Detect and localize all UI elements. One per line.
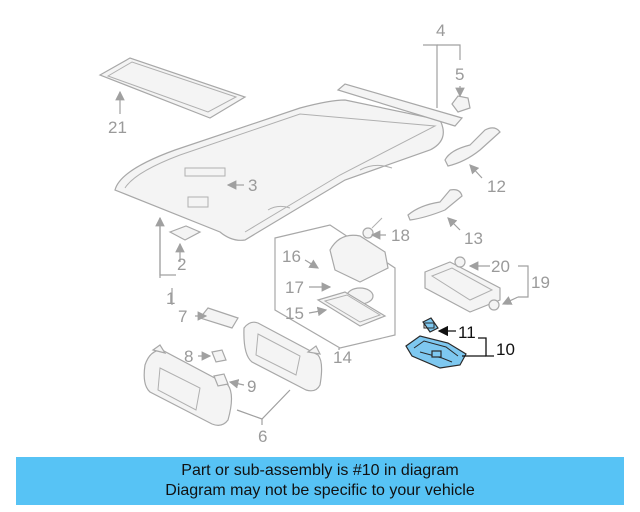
callout-18: 18	[391, 226, 410, 245]
sunroof-panel-part	[98, 57, 247, 119]
leader-15	[308, 306, 328, 317]
callout-17: 17	[285, 278, 304, 297]
grab-handle-upper-part	[444, 127, 501, 167]
parts-diagram: 21 1 3 2 4 5 12 13	[98, 21, 550, 446]
callout-21: 21	[108, 118, 127, 137]
sun-visor-right-part	[243, 321, 323, 392]
callout-12: 12	[487, 177, 506, 196]
leader-19	[518, 265, 529, 298]
callout-15: 15	[285, 304, 304, 323]
callout-5: 5	[455, 65, 464, 84]
sun-visor-left-part	[143, 344, 233, 426]
leader-9	[228, 379, 245, 389]
callout-14: 14	[333, 348, 352, 367]
grab-handle-lower-part	[407, 189, 463, 221]
info-banner: Part or sub-assembly is #10 in diagram D…	[16, 457, 624, 505]
leader-20b	[501, 296, 519, 305]
callout-11: 11	[458, 323, 476, 342]
highlighted-housing-part	[405, 335, 467, 369]
leader-16	[304, 259, 320, 269]
callout-20: 20	[491, 257, 510, 276]
roof-rail-part	[336, 83, 464, 127]
callout-1: 1	[166, 289, 175, 308]
leader-12	[469, 164, 483, 179]
visor-hook-part	[211, 349, 229, 387]
callout-4: 4	[436, 21, 445, 40]
callout-3: 3	[248, 176, 257, 195]
callout-10: 10	[496, 340, 515, 359]
callout-8: 8	[184, 347, 193, 366]
leader-6	[236, 389, 291, 420]
leader-13	[447, 217, 461, 231]
dome-lamp-part	[168, 225, 202, 241]
clip-part	[451, 95, 471, 113]
callout-9: 9	[247, 377, 256, 396]
callout-19: 19	[531, 273, 550, 292]
callout-13: 13	[464, 229, 483, 248]
leader-4	[423, 44, 438, 108]
highlighted-bulb-part	[422, 317, 439, 333]
callout-7: 7	[178, 307, 187, 326]
headliner-part	[114, 99, 444, 241]
callout-2: 2	[177, 255, 186, 274]
leader-10b	[478, 337, 494, 357]
callout-16: 16	[282, 247, 301, 266]
leader-4b	[437, 44, 461, 60]
overhead-console-assembly-box	[274, 224, 396, 349]
banner-line-1: Part or sub-assembly is #10 in diagram	[181, 462, 459, 479]
map-lamp-part	[424, 256, 501, 313]
vanity-lamp-part	[198, 307, 239, 329]
callout-6: 6	[258, 427, 267, 446]
banner-line-2: Diagram may not be specific to your vehi…	[165, 482, 475, 499]
leader-2b	[159, 218, 176, 276]
